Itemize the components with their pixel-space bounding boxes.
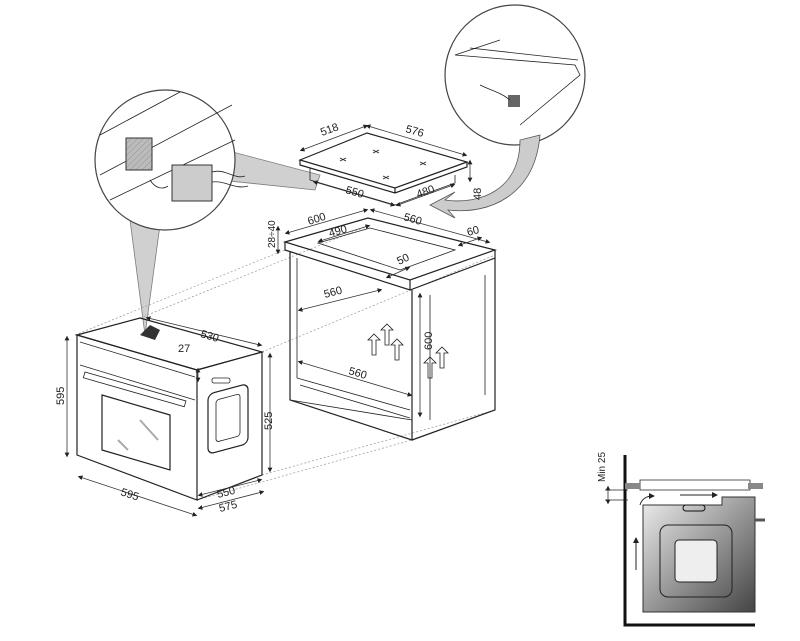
hob: [298, 132, 469, 206]
side-view: [605, 455, 765, 627]
curved-arrow-icon: [149, 179, 169, 189]
dim-oven-front-width: 595: [119, 486, 140, 503]
dim-hob-depth: 518: [319, 121, 340, 139]
dim-oven-body-height: 525: [263, 412, 275, 430]
terminal-block-icon: [125, 137, 153, 171]
dim-hob-cutout-width: 550: [344, 184, 365, 201]
plug-connector-icon: [171, 164, 213, 202]
dim-oven-front-height: 595: [55, 387, 67, 405]
dim-inner-bottom-width: 560: [347, 365, 368, 382]
oven-door-handle: [82, 371, 187, 408]
oven-window: [101, 394, 171, 471]
dim-oven-depth: 530: [199, 328, 220, 345]
oven: [74, 317, 265, 501]
dim-min-gap: Min 25: [597, 452, 608, 482]
dim-oven-body-depth: 550: [216, 485, 237, 501]
cable-plug-icon: [508, 95, 520, 107]
callout-wedge-left: [129, 219, 161, 336]
dim-hob-width: 576: [404, 123, 425, 140]
dim-cutout-length: 560: [402, 211, 423, 228]
dim-inner-height: 600: [423, 332, 435, 350]
cabinet: [282, 217, 498, 441]
dim-cutout-depth: 490: [328, 223, 349, 240]
dim-hob-cutout-depth: 480: [415, 183, 436, 201]
dim-back-margin: 60: [466, 224, 481, 239]
dim-inner-width: 560: [323, 285, 344, 301]
connector-detail-callout: [94, 89, 249, 231]
airflow-arrows-icon: [367, 323, 449, 379]
dim-worktop-depth: 600: [306, 211, 327, 228]
insert-arrow-icon: [429, 134, 541, 219]
dim-front-margin: 50: [395, 252, 411, 268]
cable-detail-callout: [429, 4, 586, 219]
dim-worktop-thickness: 28÷40: [267, 220, 278, 248]
dim-hob-height: 48: [472, 188, 484, 200]
dim-oven-total-depth: 575: [218, 499, 239, 515]
dim-oven-top-offset: 27: [178, 343, 190, 355]
